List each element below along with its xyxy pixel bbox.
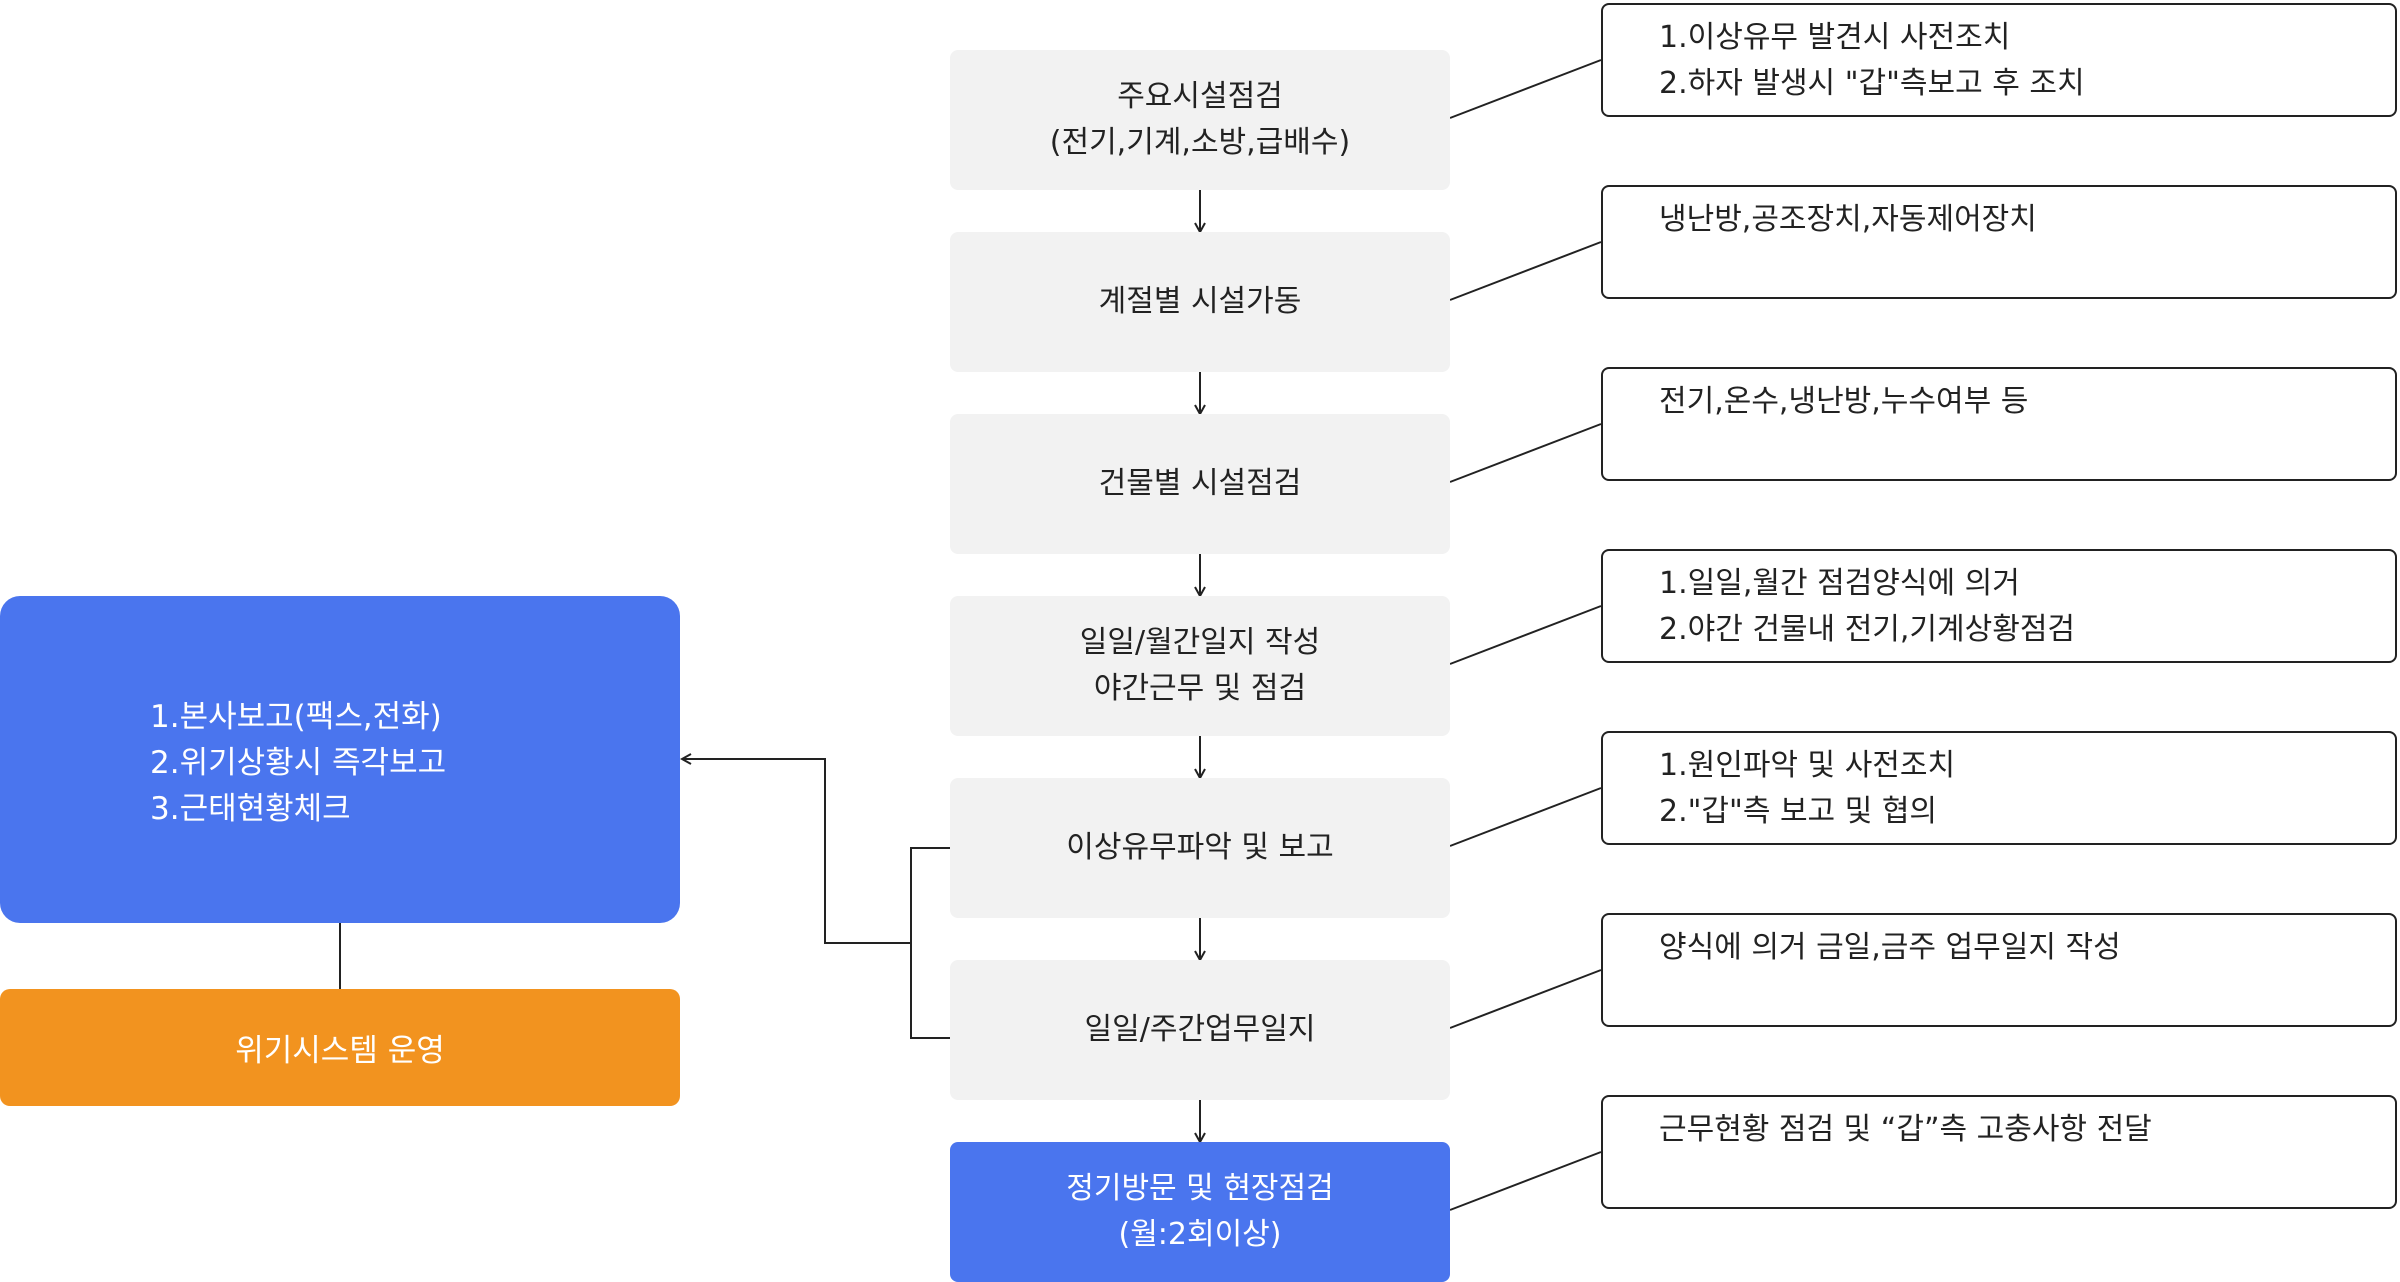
flow-step-seasonal-operation: 계절별 시설가동 bbox=[950, 232, 1450, 372]
report-line: 1.본사보고(팩스,전화) bbox=[150, 699, 442, 735]
note-connector-1 bbox=[1449, 59, 1602, 119]
note-box-1: 1.이상유무 발견시 사전조치 2.하자 발생시 "갑"측보고 후 조치 bbox=[1601, 3, 2397, 117]
report-line: 2.위기상황시 즉각보고 bbox=[150, 745, 447, 781]
step-line: (월:2회이상) bbox=[1118, 1217, 1282, 1252]
note-line: 2.하자 발생시 "갑"측보고 후 조치 bbox=[1659, 66, 2085, 101]
note-connector-2 bbox=[1449, 241, 1602, 301]
step-line: 정기방문 및 현장점검 bbox=[1066, 1171, 1334, 1206]
step-line: 일일/주간업무일지 bbox=[1084, 1012, 1316, 1047]
flow-step-building-inspection: 건물별 시설점검 bbox=[950, 414, 1450, 554]
flow-step-work-log: 일일/주간업무일지 bbox=[950, 960, 1450, 1100]
step-line: (전기,기계,소방,급배수) bbox=[1049, 125, 1351, 160]
note-line: 전기,온수,냉난방,누수여부 등 bbox=[1659, 384, 2029, 419]
flow-step-daily-log: 일일/월간일지 작성 야간근무 및 점검 bbox=[950, 596, 1450, 736]
note-line: 1.원인파악 및 사전조치 bbox=[1659, 748, 1956, 783]
report-box: 1.본사보고(팩스,전화) 2.위기상황시 즉각보고 3.근태현황체크 bbox=[0, 596, 680, 923]
report-bracket bbox=[910, 847, 950, 1039]
flow-step-issue-report: 이상유무파악 및 보고 bbox=[950, 778, 1450, 918]
note-box-3: 전기,온수,냉난방,누수여부 등 bbox=[1601, 367, 2397, 481]
note-connector-4 bbox=[1449, 605, 1602, 665]
note-line: 근무현황 점검 및 “갑”측 고충사항 전달 bbox=[1659, 1112, 2152, 1147]
note-connector-7 bbox=[1449, 1151, 1602, 1211]
step-line: 일일/월간일지 작성 bbox=[1079, 625, 1321, 660]
note-line: 2.야간 건물내 전기,기계상황점검 bbox=[1659, 612, 2076, 647]
step-line: 주요시설점검 bbox=[1117, 79, 1283, 114]
note-box-2: 냉난방,공조장치,자동제어장치 bbox=[1601, 185, 2397, 299]
note-line: 양식에 의거 금일,금주 업무일지 작성 bbox=[1659, 930, 2121, 965]
step-line: 이상유무파악 및 보고 bbox=[1066, 830, 1334, 865]
note-box-7: 근무현황 점검 및 “갑”측 고충사항 전달 bbox=[1601, 1095, 2397, 1209]
crisis-system-box: 위기시스템 운영 bbox=[0, 989, 680, 1106]
note-connector-5 bbox=[1449, 787, 1602, 847]
note-connector-6 bbox=[1449, 969, 1602, 1029]
flow-step-facility-inspection: 주요시설점검 (전기,기계,소방,급배수) bbox=[950, 50, 1450, 190]
step-line: 야간근무 및 점검 bbox=[1093, 671, 1307, 706]
note-line: 1.일일,월간 점검양식에 의거 bbox=[1659, 566, 2020, 601]
note-line: 2."갑"측 보고 및 협의 bbox=[1659, 794, 1938, 829]
flow-step-regular-visit: 정기방문 및 현장점검 (월:2회이상) bbox=[950, 1142, 1450, 1282]
note-line: 냉난방,공조장치,자동제어장치 bbox=[1659, 202, 2037, 237]
step-line: 건물별 시설점검 bbox=[1098, 466, 1302, 501]
note-line: 1.이상유무 발견시 사전조치 bbox=[1659, 20, 2011, 55]
report-arrow bbox=[682, 759, 911, 944]
note-box-5: 1.원인파악 및 사전조치 2."갑"측 보고 및 협의 bbox=[1601, 731, 2397, 845]
step-line: 계절별 시설가동 bbox=[1098, 284, 1302, 319]
report-line: 3.근태현황체크 bbox=[150, 791, 351, 827]
crisis-label: 위기시스템 운영 bbox=[235, 1033, 445, 1069]
note-connector-3 bbox=[1449, 423, 1602, 483]
note-box-4: 1.일일,월간 점검양식에 의거 2.야간 건물내 전기,기계상황점검 bbox=[1601, 549, 2397, 663]
note-box-6: 양식에 의거 금일,금주 업무일지 작성 bbox=[1601, 913, 2397, 1027]
